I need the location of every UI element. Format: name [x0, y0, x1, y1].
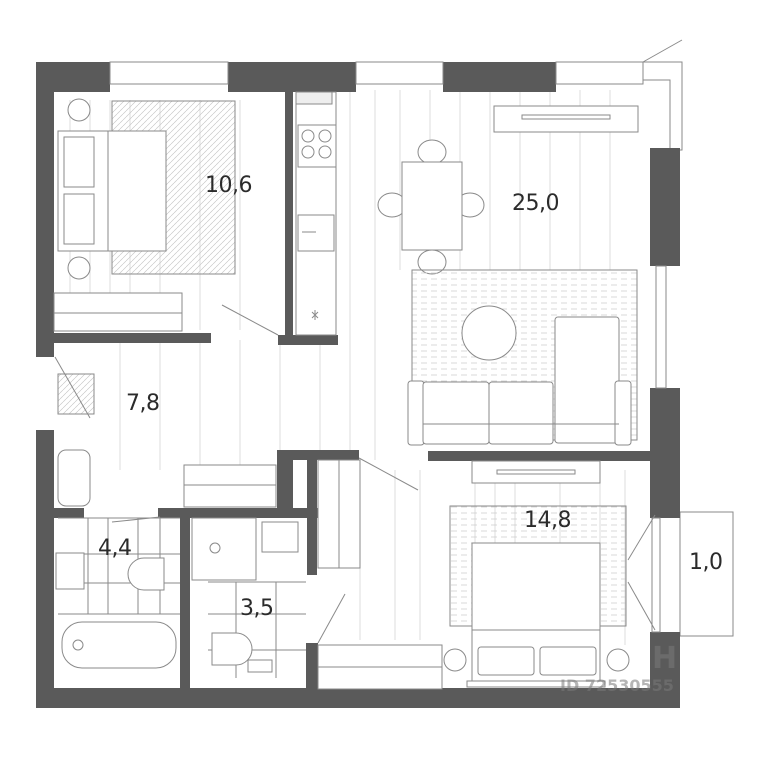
- hallway-furniture: [54, 356, 443, 690]
- area-label-hallway: 7,8: [126, 391, 160, 416]
- bathroom-fixtures: [55, 516, 180, 669]
- area-label-bedroom-large: 14,8: [524, 508, 571, 533]
- kitchen-furniture: [295, 91, 337, 336]
- watermark-logo: H: [652, 641, 678, 676]
- area-label-living-kitchen: 25,0: [512, 191, 559, 216]
- balcony: [654, 511, 734, 637]
- area-label-toilet-shower: 3,5: [240, 596, 274, 621]
- walls: [36, 62, 680, 708]
- toilet-shower-fixtures: [191, 517, 306, 678]
- area-label-balcony: 1,0: [689, 550, 723, 575]
- living-furniture: [407, 269, 638, 446]
- bedroom-small-furniture: [53, 98, 279, 336]
- watermark-id: ID 72530555: [560, 676, 674, 695]
- bedroom-large-furniture: [443, 460, 656, 688]
- dining-set: [377, 105, 639, 275]
- area-label-bathroom: 4,4: [98, 536, 132, 561]
- area-label-bedroom-small: 10,6: [205, 173, 252, 198]
